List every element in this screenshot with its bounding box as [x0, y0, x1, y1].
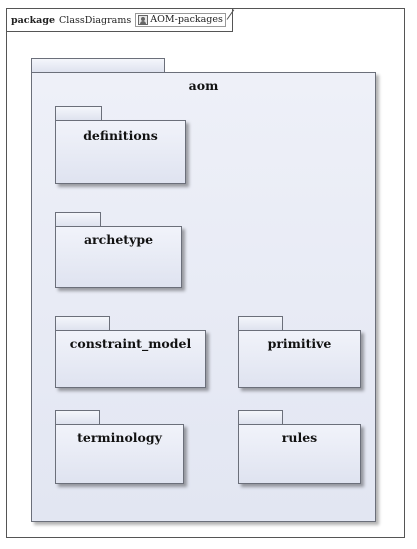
- package-rules[interactable]: rules: [238, 410, 361, 484]
- package-label: aom: [188, 78, 219, 93]
- package-archetype[interactable]: archetype: [55, 212, 182, 288]
- package-body: [238, 330, 361, 388]
- package-label: terminology: [77, 430, 162, 445]
- frame-tag-label: AOM-packages: [150, 14, 223, 25]
- package-body: [55, 226, 182, 288]
- package-tab: [31, 58, 165, 73]
- package-tab: [55, 316, 110, 331]
- package-terminology[interactable]: terminology: [55, 410, 184, 484]
- package-body: [238, 424, 361, 484]
- frame-header: package ClassDiagrams AOM-packages: [7, 9, 233, 32]
- package-constraint-model[interactable]: constraint_model: [55, 316, 206, 388]
- frame-tag: AOM-packages: [135, 13, 226, 27]
- package-primitive[interactable]: primitive: [238, 316, 361, 388]
- package-body: [55, 330, 206, 388]
- package-tab: [55, 212, 101, 227]
- package-label: primitive: [267, 336, 332, 351]
- package-tab: [55, 106, 102, 121]
- person-icon: [138, 15, 149, 25]
- package-label: constraint_model: [69, 336, 192, 351]
- package-tab: [238, 316, 283, 331]
- package-label: archetype: [83, 232, 154, 247]
- package-label: definitions: [83, 128, 158, 143]
- package-tab: [55, 410, 100, 425]
- package-body: [55, 120, 186, 184]
- package-label: rules: [281, 430, 318, 445]
- package-definitions[interactable]: definitions: [55, 106, 186, 184]
- package-tab: [238, 410, 283, 425]
- package-body: [55, 424, 184, 484]
- frame-kind-label: package: [11, 14, 56, 26]
- frame-name-label: ClassDiagrams: [59, 14, 132, 26]
